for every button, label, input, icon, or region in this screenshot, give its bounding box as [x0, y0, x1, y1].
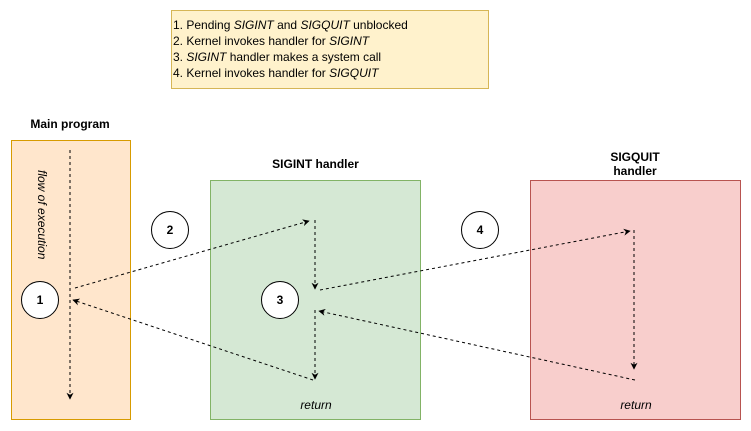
sigquit-return-arrow [318, 308, 636, 381]
legend-line-2: 2. Kernel invokes handler for SIGINT [173, 33, 488, 49]
main-program-title: Main program [30, 117, 110, 131]
legend-line-3-segment-2: SIGINT [186, 50, 227, 64]
sigquit-title-line2: handler [613, 164, 657, 178]
arrow-to-sigquit [319, 228, 631, 291]
step-1-circle: 1 [21, 281, 59, 319]
legend-line-4-segment-2: SIGQUIT [329, 66, 379, 80]
legend-line-1-segment-4: SIGQUIT [300, 18, 350, 32]
main-program-box [11, 140, 131, 420]
sigquit-handler-title: SIGQUIT handler [575, 150, 695, 178]
legend-line-1-segment-2: SIGINT [233, 18, 274, 32]
step-3-circle: 3 [261, 281, 299, 319]
sigint-handler-title: SIGINT handler [272, 157, 359, 171]
step-4-circle: 4 [461, 211, 499, 249]
legend-line-3-segment-1: 3. [173, 50, 187, 64]
legend-line-1-segment-1: 1. Pending [173, 18, 234, 32]
sigint-return-arrow [72, 298, 314, 381]
step-2-circle: 2 [151, 211, 189, 249]
legend-line-2-segment-2: SIGINT [329, 34, 370, 48]
legend-line-2-segment-1: 2. Kernel invokes handler for [173, 34, 330, 48]
sigquit-return-label: return [620, 398, 652, 412]
legend-line-4-segment-1: 4. Kernel invokes handler for [173, 66, 330, 80]
sigquit-handler-box [530, 180, 741, 420]
legend-line-1-segment-3: and [273, 18, 301, 32]
sigint-return-label: return [300, 398, 332, 412]
legend-line-4: 4. Kernel invokes handler for SIGQUIT [173, 65, 488, 81]
legend-line-3-segment-3: handler makes a system call [226, 50, 382, 64]
arrow-to-sigint [74, 219, 310, 289]
legend-line-3: 3. SIGINT handler makes a system call [173, 49, 488, 65]
legend-line-1-segment-5: unblocked [349, 18, 408, 32]
legend-line-1: 1. Pending SIGINT and SIGQUIT unblocked [173, 17, 488, 33]
legend-box: 1. Pending SIGINT and SIGQUIT unblocked … [171, 10, 489, 89]
sigquit-title-line1: SIGQUIT [610, 150, 660, 164]
